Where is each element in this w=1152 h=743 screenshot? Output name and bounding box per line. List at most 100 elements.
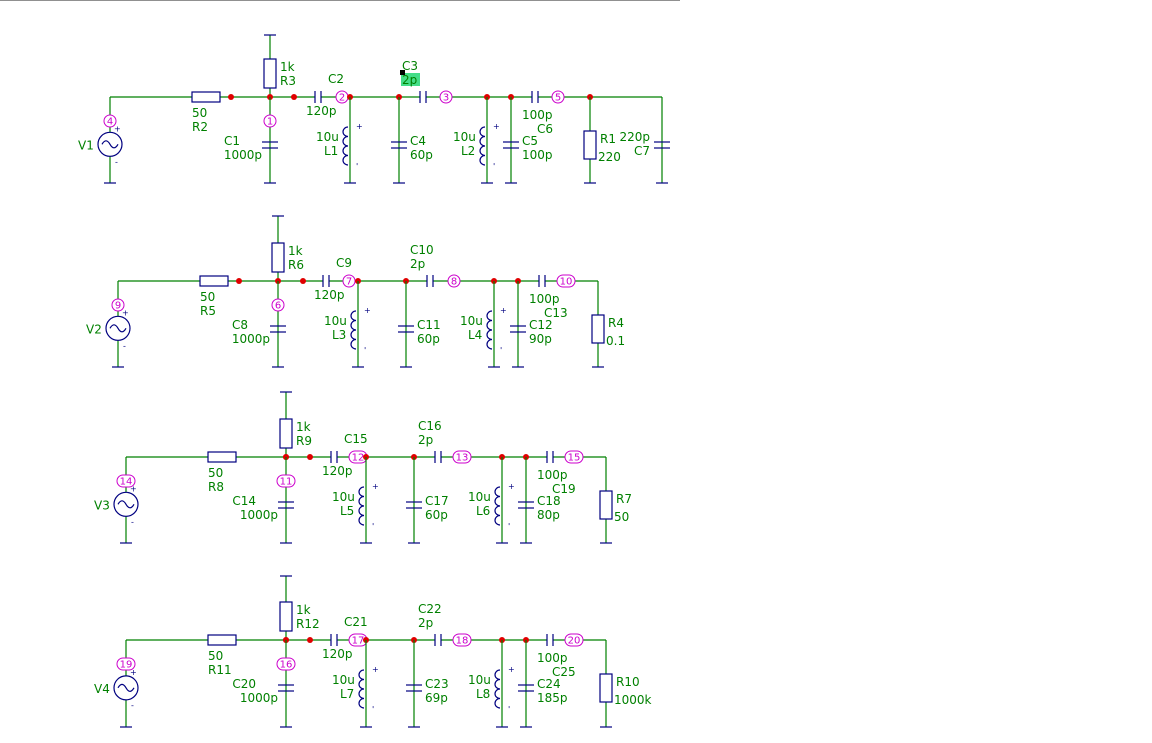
load-resistor[interactable] (591, 314, 605, 344)
junction-dot (236, 278, 242, 284)
shunt-capacitor-3[interactable] (518, 684, 534, 692)
series-capacitor-2[interactable] (419, 91, 427, 103)
voltage-source[interactable]: +- (105, 308, 131, 350)
series-resistor-name: R5 (200, 304, 216, 318)
junction-dot (300, 278, 306, 284)
inductor-1[interactable]: +' (358, 482, 379, 531)
bias-resistor-value: 1k (288, 244, 303, 258)
node-label[interactable]: 6 (271, 298, 285, 312)
coupling-c-value: 120p (322, 464, 353, 478)
series-c3-value: 100p (522, 108, 553, 122)
node-label[interactable]: 8 (447, 274, 461, 288)
node-label[interactable]: 10 (556, 274, 576, 288)
selection-handle[interactable] (400, 70, 405, 75)
shunt-capacitor-1[interactable] (278, 501, 294, 509)
node-number: 17 (352, 636, 365, 647)
plus-mark: + (372, 482, 379, 491)
inductor-2[interactable]: +' (486, 306, 507, 355)
circuit-row4: +-19V450R111kR1216C201000pC21120p17+'10u… (94, 575, 652, 728)
shunt-capacitor-3[interactable] (518, 501, 534, 509)
shunt-c2-name: C11 (417, 318, 441, 332)
tick-mark: ' (356, 162, 358, 171)
shunt-capacitor-2[interactable] (406, 501, 422, 509)
bias-resistor[interactable] (279, 418, 293, 449)
series-capacitor-2[interactable] (434, 634, 442, 646)
node-label[interactable]: 20 (564, 633, 584, 647)
series-capacitor-3[interactable] (538, 275, 546, 287)
coupling-capacitor[interactable] (322, 275, 330, 287)
node-label[interactable]: 4 (103, 114, 117, 128)
series-resistor[interactable] (207, 451, 237, 463)
load-resistor[interactable] (599, 490, 613, 520)
node-label[interactable]: 2 (335, 90, 349, 104)
series-capacitor-3[interactable] (531, 91, 539, 103)
load-value: 50 (614, 510, 629, 524)
node-label[interactable]: 5 (551, 90, 565, 104)
load-resistor[interactable] (583, 130, 597, 160)
bias-resistor[interactable] (279, 601, 293, 632)
series-resistor[interactable] (191, 91, 221, 103)
coupling-c-name: C15 (344, 432, 368, 446)
inductor-1[interactable]: +' (342, 122, 363, 171)
extra-capacitor[interactable] (654, 141, 670, 149)
node-label[interactable]: 16 (276, 657, 296, 671)
node-label[interactable]: 3 (439, 90, 453, 104)
inductor-1[interactable]: +' (358, 665, 379, 714)
series-resistor[interactable] (207, 634, 237, 646)
voltage-source[interactable]: +- (113, 484, 139, 526)
bias-resistor[interactable] (271, 242, 285, 273)
series-capacitor-2[interactable] (434, 451, 442, 463)
junction-dot (228, 94, 234, 100)
inductor-1[interactable]: +' (350, 306, 371, 355)
coupling-capacitor[interactable] (314, 91, 322, 103)
tick-mark: ' (493, 162, 495, 171)
shunt-c3-name: C12 (529, 318, 553, 332)
node-label[interactable]: 15 (564, 450, 584, 464)
shunt-capacitor-2[interactable] (406, 684, 422, 692)
plus-mark: + (130, 668, 137, 677)
series-c3-value: 100p (537, 468, 568, 482)
inductor-2[interactable]: +' (479, 122, 500, 171)
node-label[interactable]: 18 (452, 633, 472, 647)
tick-mark: ' (372, 705, 374, 714)
bias-resistor-value: 1k (280, 60, 295, 74)
load-name: R4 (608, 316, 624, 330)
shunt-capacitor-3[interactable] (510, 325, 526, 333)
coupling-capacitor[interactable] (330, 634, 338, 646)
node-number: 14 (120, 477, 133, 488)
voltage-source[interactable]: +- (113, 668, 139, 710)
shunt-c2-name: C4 (410, 134, 426, 148)
series-capacitor-2[interactable] (426, 275, 434, 287)
series-capacitor-3[interactable] (546, 634, 554, 646)
node-label[interactable]: 7 (342, 274, 356, 288)
inductor-2[interactable]: +' (494, 482, 515, 531)
series-capacitor-3[interactable] (546, 451, 554, 463)
shunt-c2-value: 60p (417, 332, 440, 346)
shunt-capacitor-3[interactable] (503, 141, 519, 149)
node-label[interactable]: 9 (111, 298, 125, 312)
shunt-capacitor-2[interactable] (391, 141, 407, 149)
series-c2-value: 2p (402, 73, 417, 87)
voltage-source[interactable]: +- (97, 124, 123, 166)
node-number: 8 (451, 277, 457, 288)
shunt-capacitor-1[interactable] (262, 141, 278, 149)
series-resistor[interactable] (199, 275, 229, 287)
inductor-2[interactable]: +' (494, 665, 515, 714)
node-label[interactable]: 1 (263, 114, 277, 128)
node-label[interactable]: 13 (452, 450, 472, 464)
shunt-capacitor-1[interactable] (278, 684, 294, 692)
node-label[interactable]: 19 (116, 657, 136, 671)
bias-resistor[interactable] (263, 58, 277, 89)
shunt-capacitor-1[interactable] (270, 325, 286, 333)
node-label[interactable]: 12 (348, 450, 368, 464)
node-label[interactable]: 14 (116, 474, 136, 488)
node-label[interactable]: 11 (276, 474, 296, 488)
load-resistor[interactable] (599, 673, 613, 703)
node-number: 1 (267, 117, 273, 128)
node-number: 3 (443, 93, 449, 104)
shunt-capacitor-2[interactable] (398, 325, 414, 333)
coupling-capacitor[interactable] (330, 451, 338, 463)
inductor-1-value: 10u (324, 314, 347, 328)
inductor-2-value: 10u (460, 314, 483, 328)
